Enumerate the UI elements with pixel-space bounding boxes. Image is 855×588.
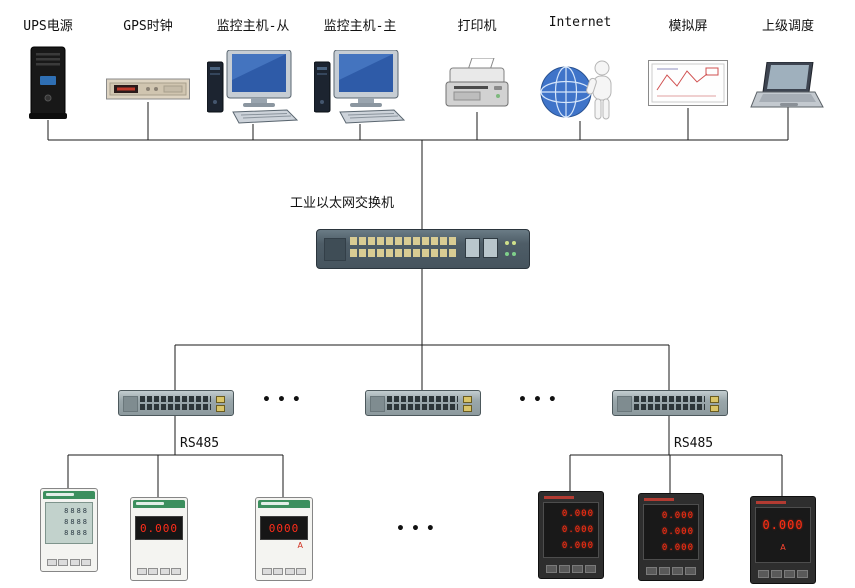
switch-led (216, 405, 225, 412)
workstation-icon (206, 49, 299, 124)
meter-buttons (546, 565, 596, 573)
laptop-icon (750, 61, 824, 108)
led-value: 0.000 (762, 518, 804, 533)
meter-buttons (137, 568, 181, 575)
meter-buttons (47, 559, 91, 566)
meter-led-display: 0000 (260, 516, 308, 540)
power-meter-left-2: 0.000 (130, 497, 188, 581)
device-printer (444, 57, 510, 116)
meter-brand-strip (43, 491, 95, 499)
switch-led (710, 405, 719, 412)
led-value: 0.000 (139, 521, 179, 535)
switch-faceplate (617, 396, 632, 412)
ups-tower-icon (29, 46, 67, 119)
sub-switch-middle (365, 390, 481, 416)
power-meter-right-2: 0.000 0.000 0.000 (638, 493, 704, 581)
lcd-row: 8888 (64, 507, 89, 515)
meter-led-display: 0.000 (135, 516, 183, 540)
meter-unit: A (780, 542, 786, 552)
switch-ports-row (634, 404, 705, 410)
switch-uplink-port (483, 238, 498, 258)
device-laptop (750, 61, 826, 118)
power-meter-left-1: 8888 8888 8888 (40, 488, 98, 572)
switch-uplink-port (465, 238, 480, 258)
meter-brand-strip (644, 498, 674, 501)
switch-led (463, 396, 472, 403)
device-mimic-panel (648, 60, 728, 112)
switch-faceplate (123, 396, 138, 412)
switch-led (463, 405, 472, 412)
switch-ports-row (350, 237, 457, 245)
label-monitor-slave: 监控主机-从 (216, 19, 290, 34)
meter-brand-strip (756, 501, 786, 504)
switch-ports-row (387, 396, 458, 402)
switch-led (512, 252, 516, 256)
meter-brand-strip (258, 500, 310, 508)
device-ups (28, 46, 68, 124)
meter-brand-strip (544, 496, 574, 499)
led-row: 0.000 (561, 525, 594, 535)
switch-ports-row (350, 249, 457, 257)
led-row: 0.000 (561, 509, 594, 519)
meter-brand-strip (133, 500, 185, 508)
label-ups: UPS电源 (23, 19, 73, 34)
device-internet (540, 57, 620, 125)
label-gps-clock: GPS时钟 (123, 19, 173, 34)
meter-led-display: 0.000 0.000 0.000 (643, 504, 699, 560)
switch-led (505, 241, 509, 245)
label-printer: 打印机 (457, 19, 497, 34)
label-monitor-master: 监控主机-主 (323, 19, 397, 34)
ellipsis-meters: ••• (396, 521, 441, 537)
label-internet: Internet (548, 15, 612, 30)
led-value: 0000 (268, 521, 300, 535)
ellipsis-switches-left: ••• (262, 392, 307, 408)
switch-ports-row (387, 404, 458, 410)
internet-globe-icon (540, 60, 612, 120)
label-mimic-panel: 模拟屏 (668, 19, 708, 34)
meter-unit: A (297, 541, 303, 550)
led-row: 0.000 (561, 541, 594, 551)
rs485-label-right: RS485 (674, 436, 714, 451)
meter-lcd-display: 8888 8888 8888 (45, 502, 93, 544)
switch-ports-row (634, 396, 705, 402)
workstation-icon (313, 49, 406, 124)
switch-faceplate (324, 238, 346, 261)
sub-switch-left (118, 390, 234, 416)
meter-led-display: 0.000 0.000 0.000 (543, 502, 599, 558)
sub-switch-right (612, 390, 728, 416)
switch-led (505, 252, 509, 256)
main-ethernet-switch (316, 229, 530, 269)
label-dispatch: 上级调度 (761, 19, 815, 34)
ellipsis-switches-right: ••• (518, 392, 563, 408)
led-row: 0.000 (661, 511, 694, 521)
meter-buttons (758, 570, 808, 578)
main-switch-label: 工业以太网交换机 (290, 196, 395, 211)
switch-faceplate (370, 396, 385, 412)
led-row: 0.000 (661, 527, 694, 537)
switch-led (710, 396, 719, 403)
printer-icon (445, 57, 509, 107)
meter-buttons (646, 567, 696, 575)
power-meter-right-3: 0.000 A (750, 496, 816, 584)
power-meter-right-1: 0.000 0.000 0.000 (538, 491, 604, 579)
switch-ports-row (140, 404, 211, 410)
lcd-row: 8888 (64, 518, 89, 526)
gps-clock-icon (106, 78, 190, 100)
switch-led (512, 241, 516, 245)
power-meter-left-3: 0000 A (255, 497, 313, 581)
meter-buttons (262, 568, 306, 575)
rs485-label-left: RS485 (180, 436, 220, 451)
switch-ports-row (140, 396, 211, 402)
mimic-panel-icon (648, 60, 728, 106)
device-monitor-master (313, 49, 406, 128)
switch-led (216, 396, 225, 403)
device-monitor-slave (206, 49, 299, 128)
device-gps-clock (106, 76, 190, 106)
meter-led-display: 0.000 A (755, 507, 811, 563)
led-row: 0.000 (661, 543, 694, 553)
lcd-row: 8888 (64, 529, 89, 537)
